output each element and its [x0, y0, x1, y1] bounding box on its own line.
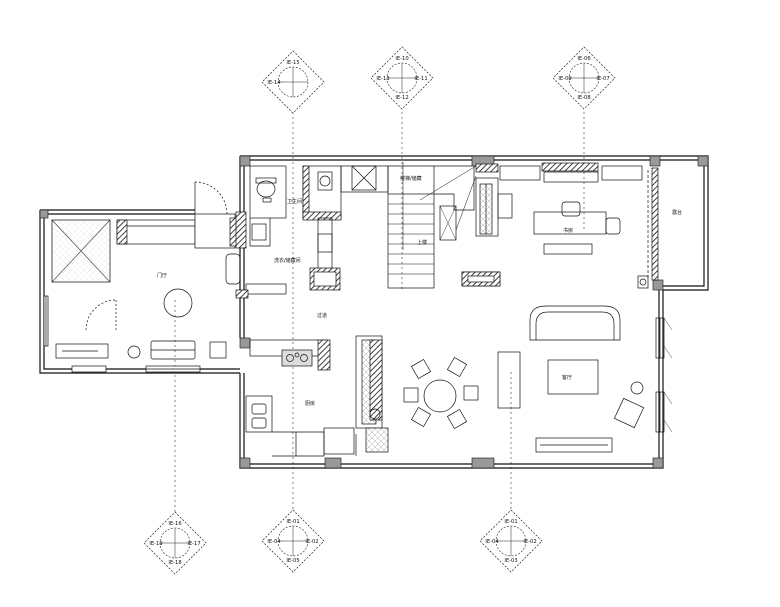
room-label-living: 客厅 [562, 374, 572, 381]
elevation-tag: IE-12 [395, 95, 408, 101]
elevation-tag: IE-07 [596, 76, 609, 82]
elevation-tag: IE-16 [168, 521, 181, 527]
kitchen [245, 335, 389, 457]
study [475, 162, 659, 289]
elevation-tag: IE-17 [187, 541, 200, 547]
room-label-terrace: 露台 [672, 209, 682, 216]
room-label-hall: 过道 [317, 312, 327, 319]
elevation-tag: IE-02 [523, 539, 536, 545]
room-labels: 门厅 卫生间 洗衣/储藏间 过道 上楼 楼梯/储藏 书房 露台 厨房 客厅 [157, 175, 682, 407]
utility [302, 165, 389, 291]
elevation-tag: IE-08 [577, 95, 590, 101]
elevation-tag: IE-15 [286, 60, 299, 66]
elevation-tag: IE-19 [149, 541, 162, 547]
columns [39, 155, 709, 469]
elevation-tag: IE-01 [504, 519, 517, 525]
room-label-stair-note: 楼梯/储藏 [400, 175, 422, 182]
elevation-tag: IE-05 [286, 558, 299, 564]
stairs [387, 162, 501, 289]
elevation-tag: IE-09 [558, 76, 571, 82]
room-label-foyer: 门厅 [157, 272, 167, 279]
room-label-wc: 卫生间 [287, 198, 302, 205]
room-label-upstairs: 上楼 [417, 239, 427, 246]
living [403, 305, 673, 453]
elevation-tag: IE-04 [485, 539, 499, 545]
elevation-tag: IE-02 [305, 539, 318, 545]
axis-lines [174, 112, 585, 515]
elevation-tag: IE-14 [267, 80, 281, 86]
room-label-study: 书房 [563, 227, 573, 234]
room-label-kitchen: 厨房 [305, 400, 315, 407]
elevation-tag: IE-03 [504, 558, 517, 564]
elevation-tag: IE-06 [577, 56, 590, 62]
elevation-tag: IE-13 [376, 76, 389, 82]
elevation-tag: IE-10 [395, 56, 408, 62]
elevation-tag: IE-04 [267, 539, 281, 545]
wc [225, 165, 287, 299]
elevation-tag: IE-11 [414, 76, 427, 82]
elevation-tag: IE-01 [286, 519, 299, 525]
elevation-tag: IE-18 [168, 560, 181, 566]
room-label-utility: 洗衣/储藏间 [274, 257, 301, 264]
